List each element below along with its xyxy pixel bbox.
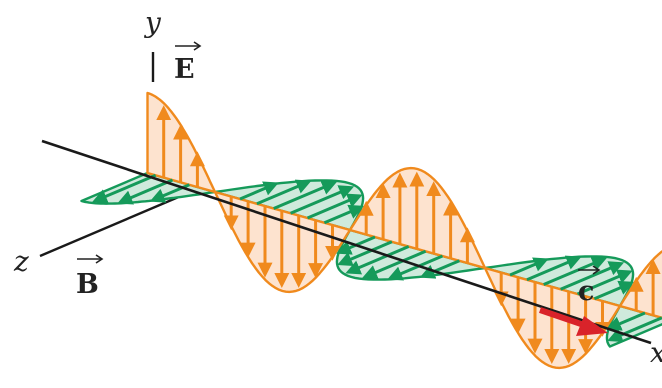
y-axis-label: y bbox=[143, 6, 162, 39]
x-axis-line bbox=[41, 139, 652, 345]
velocity-arrow-shaft bbox=[539, 307, 585, 328]
b-field-vector-1 bbox=[117, 178, 174, 205]
b-field-vector-29 bbox=[606, 311, 646, 331]
b-field-vector-7 bbox=[273, 180, 338, 210]
b-field-vector-0 bbox=[92, 173, 157, 204]
z-axis-label: z bbox=[13, 245, 29, 278]
b-field-vector-22 bbox=[526, 255, 582, 282]
b-field-vector-9 bbox=[306, 193, 363, 220]
speed-label: c bbox=[578, 276, 594, 307]
c-label-overarrow bbox=[578, 265, 601, 275]
b-field-vector-24 bbox=[560, 261, 625, 291]
b-field-vector-26 bbox=[593, 280, 635, 301]
b-field-vector-6 bbox=[256, 179, 312, 206]
b-field-label: B bbox=[76, 269, 99, 300]
e-label-overarrow bbox=[175, 41, 202, 51]
b-field-lobe-0 bbox=[80, 171, 217, 205]
b-field-vector-16 bbox=[362, 249, 427, 280]
b-field-vector-21 bbox=[509, 257, 549, 277]
b-field-vector-5 bbox=[239, 181, 279, 201]
b-label-overarrow bbox=[77, 254, 104, 264]
z-axis-line bbox=[39, 188, 196, 258]
x-axis-label: x bbox=[650, 336, 662, 369]
b-field-vector-14 bbox=[337, 240, 393, 267]
b-field-vector-10 bbox=[323, 204, 365, 225]
b-field-vectors bbox=[92, 173, 662, 343]
e-field-vectors bbox=[156, 105, 661, 365]
velocity-arrow-head bbox=[576, 316, 608, 336]
b-field-vector-18 bbox=[419, 259, 460, 279]
b-field-vector-23 bbox=[543, 256, 608, 286]
b-field-vector-25 bbox=[576, 269, 633, 296]
b-field-vector-13 bbox=[336, 235, 376, 255]
b-field-vector-8 bbox=[290, 185, 355, 215]
e-field-label: E bbox=[174, 54, 195, 85]
